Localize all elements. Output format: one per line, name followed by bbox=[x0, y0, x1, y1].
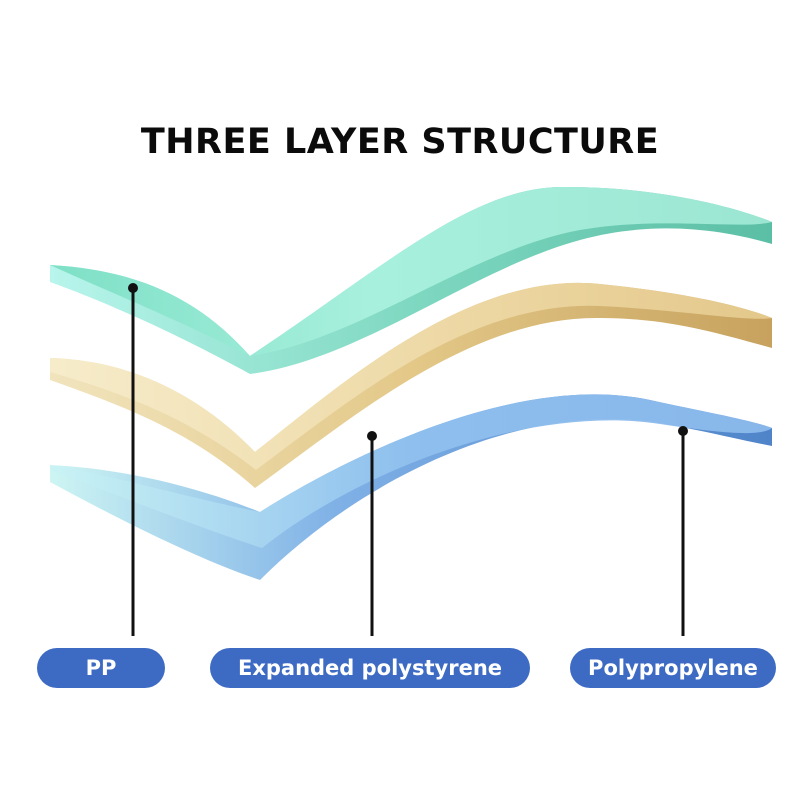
polypropylene-layer bbox=[50, 394, 772, 580]
label-expanded-polystyrene: Expanded polystyrene bbox=[210, 648, 530, 688]
leader-line-polypropylene bbox=[678, 426, 688, 636]
label-polypropylene: Polypropylene bbox=[570, 648, 776, 688]
diagram-title: THREE LAYER STRUCTURE bbox=[140, 122, 660, 162]
label-pp: PP bbox=[37, 648, 165, 688]
expanded-polystyrene-layer bbox=[50, 282, 772, 488]
leader-line-expanded-polystyrene bbox=[367, 431, 377, 636]
leader-line-pp bbox=[128, 283, 138, 636]
pp-layer bbox=[50, 186, 772, 374]
